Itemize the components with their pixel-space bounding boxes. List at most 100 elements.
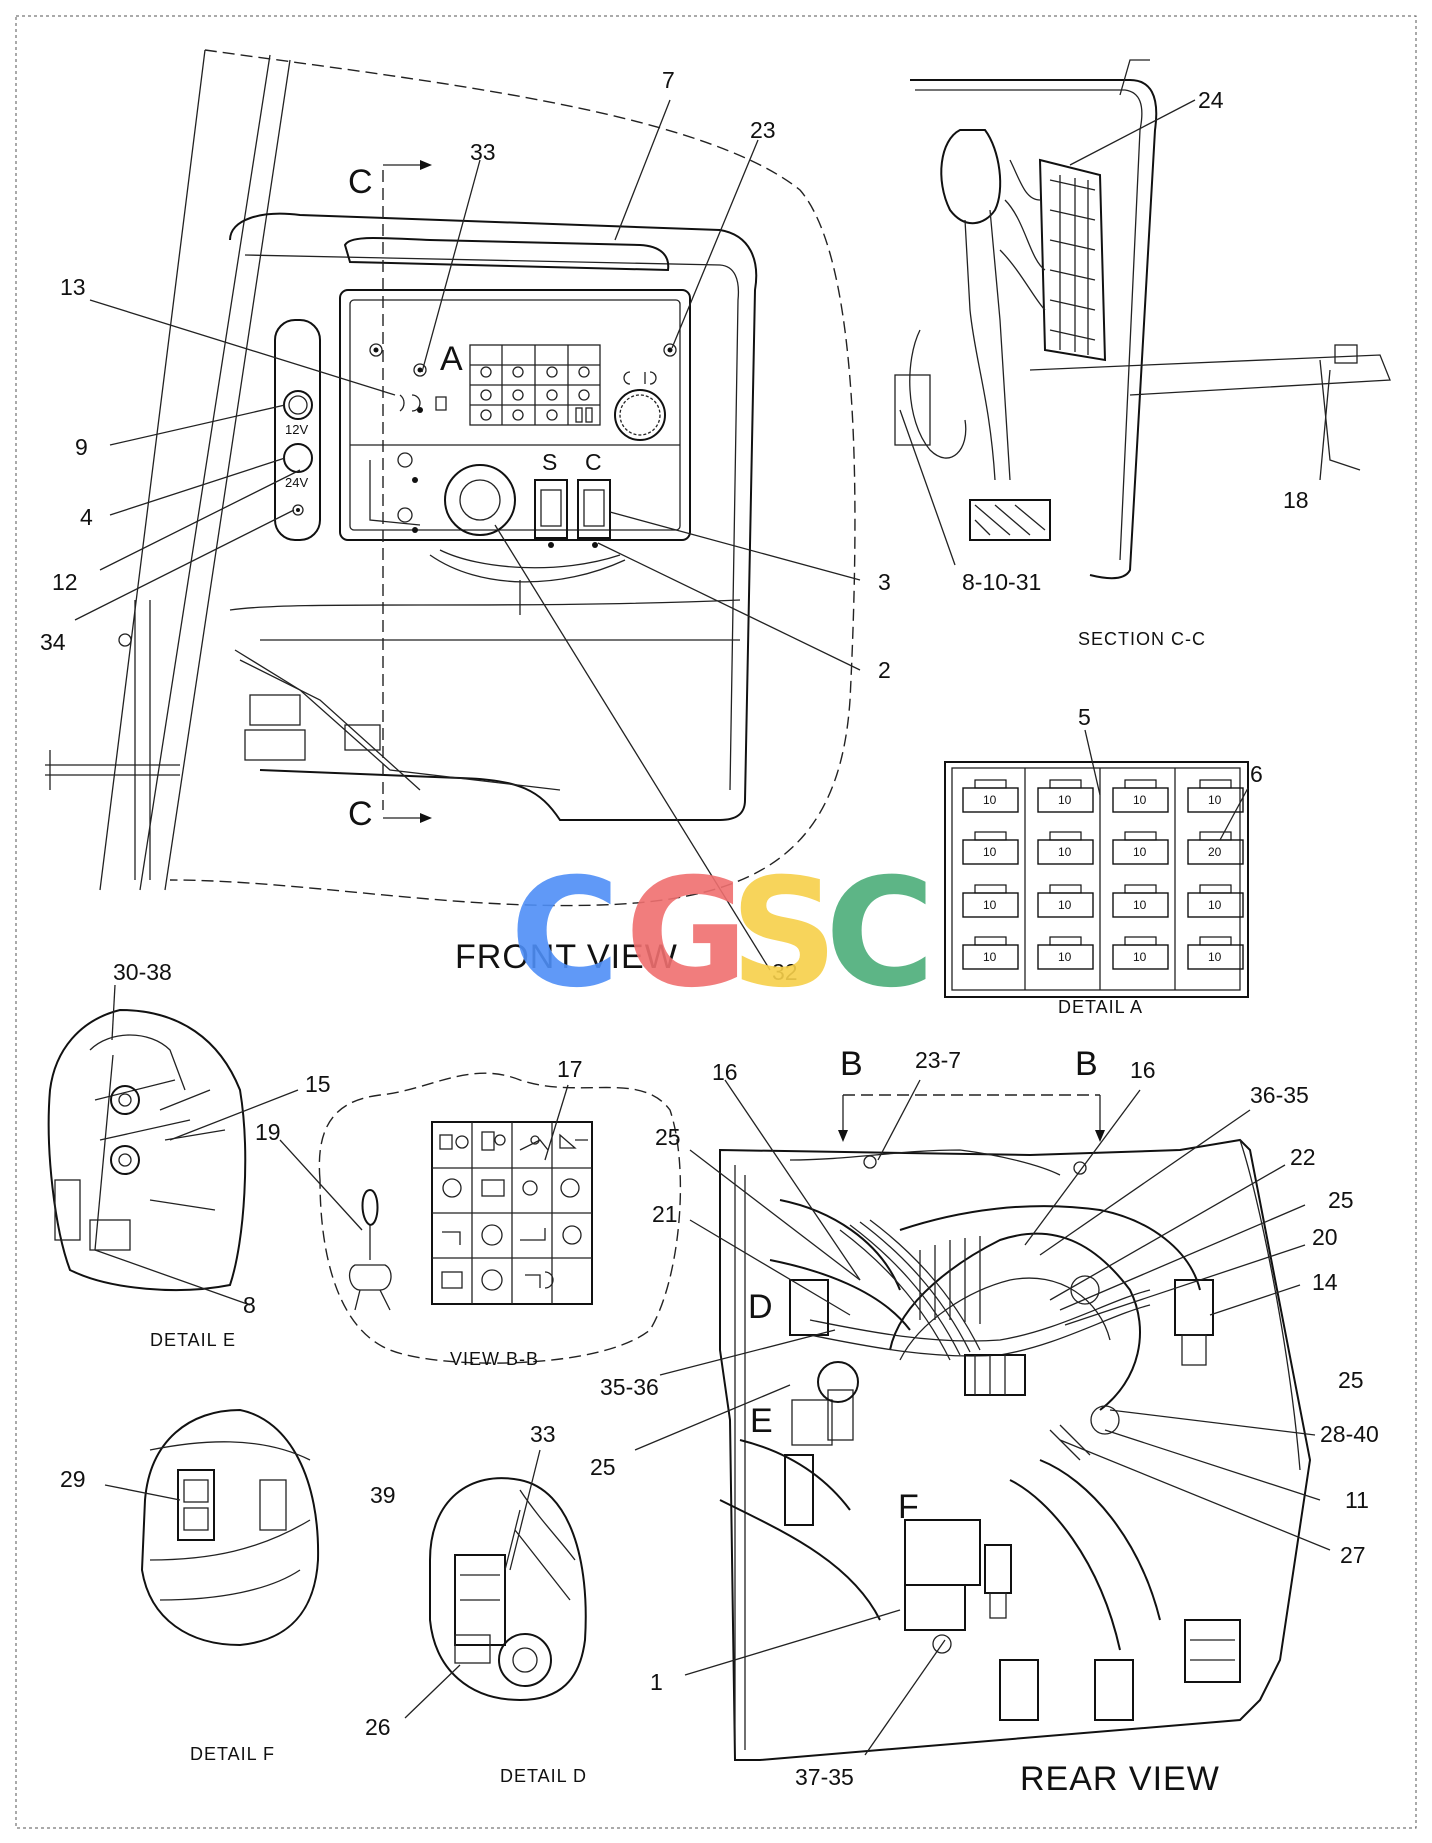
callout-15: 15 <box>305 1071 331 1097</box>
fuse-cap <box>1049 936 1082 946</box>
fuse-cap <box>1199 884 1232 894</box>
callout-25-c: 25 <box>1338 1367 1364 1393</box>
detail-a-title: DETAIL A <box>1058 997 1143 1017</box>
fuse-cap <box>1199 831 1232 841</box>
callout-13: 13 <box>60 274 86 300</box>
volt-24-label: 24V <box>285 475 308 490</box>
callout-36-35: 36-35 <box>1250 1082 1309 1108</box>
fuse-cap <box>1049 884 1082 894</box>
switch-c-label: C <box>585 449 602 475</box>
callout-35-36: 35-36 <box>600 1374 659 1400</box>
callout-32: 32 <box>772 959 798 985</box>
callout-16-right: 16 <box>1130 1057 1156 1083</box>
section-c-bottom: C <box>348 795 373 833</box>
fuse-cap <box>1199 936 1232 946</box>
callout-25-a: 25 <box>655 1124 681 1150</box>
callout-18: 18 <box>1283 487 1309 513</box>
section-b-right: B <box>1075 1045 1098 1083</box>
callout-20: 20 <box>1312 1224 1338 1250</box>
watermark-letter-4: C <box>825 847 935 1021</box>
callout-1: 1 <box>650 1669 663 1695</box>
fuse-rating: 10 <box>1058 793 1072 807</box>
section-b-left: B <box>840 1045 863 1083</box>
callout-12: 12 <box>52 569 78 595</box>
fuse-cap <box>1124 831 1157 841</box>
callout-33: 33 <box>470 139 496 165</box>
fuse-cap <box>1049 831 1082 841</box>
fuse-rating: 10 <box>983 950 997 964</box>
switch-c[interactable] <box>577 479 611 539</box>
socket-12v[interactable] <box>283 390 313 420</box>
callout-25-b: 25 <box>1328 1187 1354 1213</box>
detail-e-title: DETAIL E <box>150 1330 236 1350</box>
detail-f-mark: F <box>898 1488 919 1526</box>
fuse-cap <box>974 779 1007 789</box>
callout-5: 5 <box>1078 704 1091 730</box>
switch-s-label: S <box>542 449 557 475</box>
callout-22: 22 <box>1290 1144 1316 1170</box>
callout-25-d: 25 <box>590 1454 616 1480</box>
callout-29: 29 <box>60 1466 86 1492</box>
detail-f <box>104 1408 320 1647</box>
detail-d <box>404 1477 587 1719</box>
fuse-rating: 10 <box>1208 793 1222 807</box>
fuse-cap <box>1124 936 1157 946</box>
detail-a <box>944 761 1249 998</box>
callout-28-40: 28-40 <box>1320 1421 1379 1447</box>
fuse-rating: 10 <box>983 898 997 912</box>
socket-24v[interactable] <box>283 443 313 473</box>
callout-7: 7 <box>662 67 675 93</box>
fuse-cap <box>1049 779 1082 789</box>
fuse-rating: 10 <box>983 845 997 859</box>
callout-17: 17 <box>557 1056 583 1082</box>
detail-e <box>47 1008 299 1306</box>
fuse-rating: 10 <box>1133 898 1147 912</box>
fuse-rating: 10 <box>1208 950 1222 964</box>
fuse-rating: 10 <box>983 793 997 807</box>
detail-a-mark: A <box>440 340 463 378</box>
fuse-cap <box>1124 779 1157 789</box>
callout-27: 27 <box>1340 1542 1366 1568</box>
front-view-title: FRONT VIEW <box>455 938 678 976</box>
callout-8-10-31: 8-10-31 <box>962 569 1041 595</box>
volt-12-label: 12V <box>285 422 308 437</box>
fuse-cap <box>974 831 1007 841</box>
fuse-cap <box>974 884 1007 894</box>
callout-4: 4 <box>80 504 93 530</box>
callout-39: 39 <box>370 1482 396 1508</box>
fuse-cap <box>1199 779 1232 789</box>
callout-19: 19 <box>255 1119 281 1145</box>
callout-34: 34 <box>40 629 66 655</box>
callout-8: 8 <box>243 1292 256 1318</box>
callout-16-left: 16 <box>712 1059 738 1085</box>
fuse-rating: 10 <box>1058 950 1072 964</box>
rear-view: D E F B B <box>634 1045 1331 1761</box>
callout-30-38: 30-38 <box>113 959 172 985</box>
callout-2: 2 <box>878 657 891 683</box>
detail-e-mark: E <box>750 1402 773 1440</box>
rear-view-title: REAR VIEW <box>1020 1760 1220 1798</box>
view-bb-title: VIEW B-B <box>450 1349 539 1369</box>
section-cc <box>894 59 1391 580</box>
switch-s[interactable] <box>534 479 568 539</box>
fuse-rating: 10 <box>1133 845 1147 859</box>
callout-9: 9 <box>75 434 88 460</box>
round-button[interactable] <box>444 464 516 536</box>
rotary-dial[interactable] <box>614 389 666 441</box>
callout-11: 11 <box>1345 1487 1369 1513</box>
front-view: S C 12V 24V C C A <box>45 49 861 971</box>
callout-14: 14 <box>1312 1269 1338 1295</box>
section-c-top: C <box>348 163 373 201</box>
watermark-letter-3: S <box>730 847 838 1021</box>
callout-23: 23 <box>750 117 776 143</box>
page-border <box>15 15 1417 1829</box>
fuse-rating: 20 <box>1208 845 1222 859</box>
view-bb <box>279 1072 682 1364</box>
callout-21: 21 <box>652 1201 678 1227</box>
callout-33-detail-d: 33 <box>530 1421 556 1447</box>
fuse-rating: 10 <box>1133 793 1147 807</box>
fuse-cap <box>1124 884 1157 894</box>
socket-panel <box>274 319 321 541</box>
